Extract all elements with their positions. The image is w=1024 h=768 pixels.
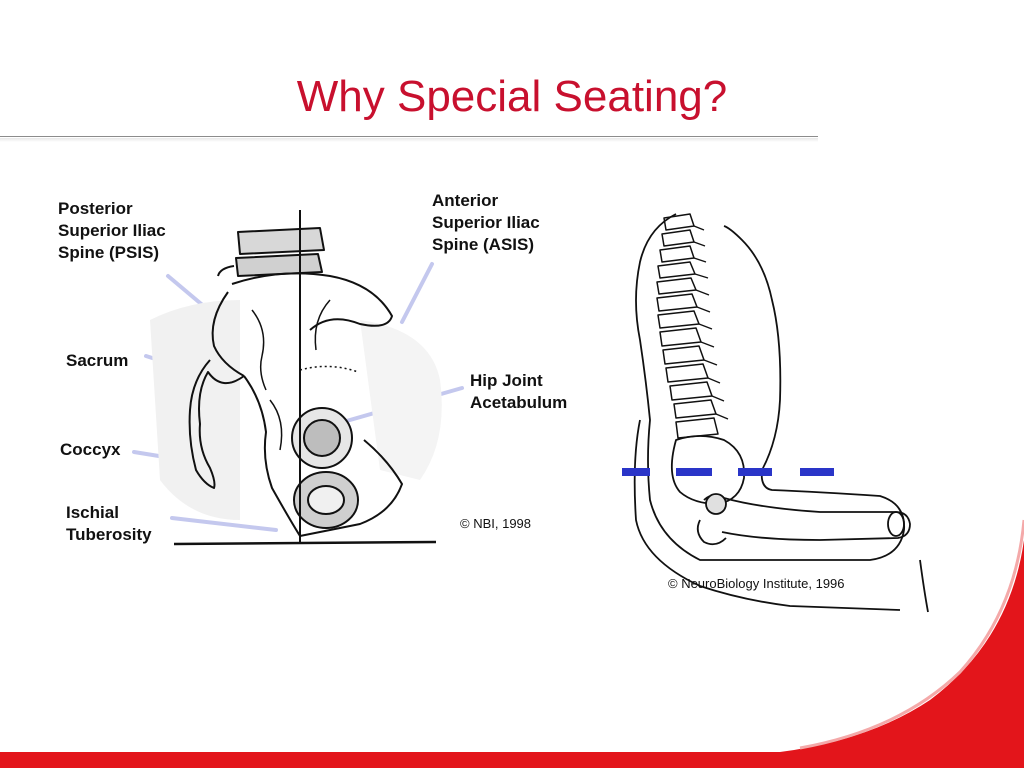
- pointer-psis: [166, 274, 208, 310]
- pointer-ischial: [170, 516, 278, 532]
- label-asis: Anterior Superior Iliac Spine (ASIS): [432, 191, 540, 254]
- slide-title: Why Special Seating?: [296, 72, 728, 121]
- label-coccyx: Coccyx: [60, 440, 121, 459]
- label-hip-joint: Hip Joint Acetabulum: [470, 371, 568, 412]
- label-ischial-tuberosity: Ischial Tuberosity: [66, 503, 152, 544]
- copyright-nbi: © NBI, 1998: [460, 516, 532, 531]
- label-sacrum: Sacrum: [66, 351, 129, 370]
- pointer-asis: [400, 262, 434, 324]
- copyright-neurobiology: © NeuroBiology Institute, 1996: [668, 576, 845, 591]
- title-divider: [0, 136, 818, 137]
- seated-figure-drawing: [633, 213, 929, 613]
- title-divider-shadow: [0, 138, 818, 142]
- pelvis-drawing: [150, 210, 442, 546]
- label-psis: Posterior Superior Iliac Spine (PSIS): [58, 199, 166, 262]
